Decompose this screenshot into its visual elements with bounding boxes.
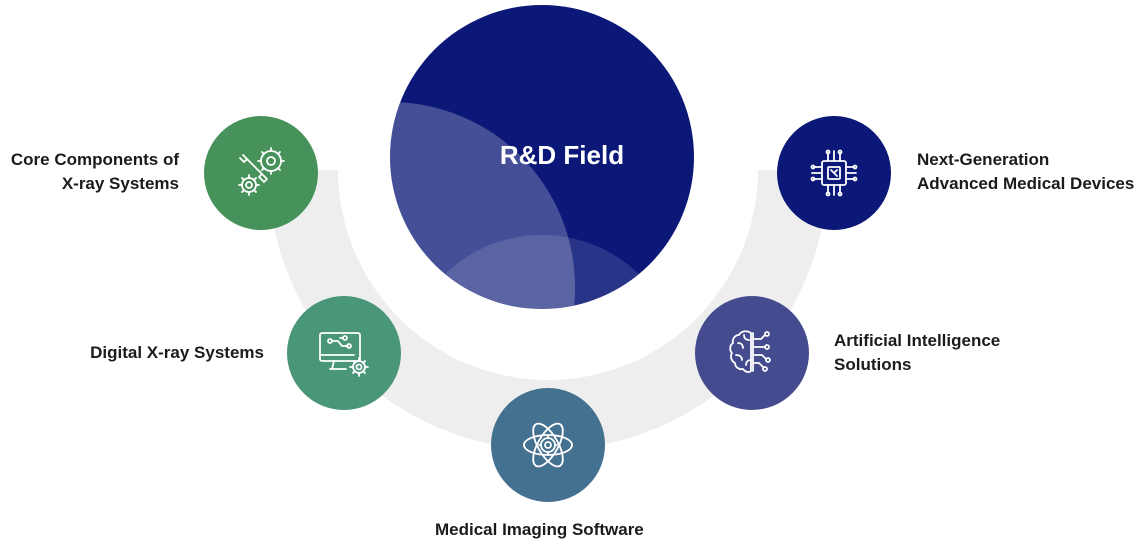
monitor-gear-icon [319, 332, 369, 377]
ai-solutions-node[interactable] [695, 296, 809, 410]
digital-xray-label: Digital X-ray Systems [90, 343, 264, 362]
core-components-label: Core Components of X-ray Systems [10, 150, 179, 193]
chip-icon [810, 149, 858, 197]
next-gen-label: Next-Generation Advanced Medical Devices [917, 150, 1135, 193]
rd-field-title: R&D Field [499, 140, 625, 170]
next-gen-node[interactable] [777, 116, 891, 230]
digital-xray-node[interactable] [287, 296, 401, 410]
core-components-node[interactable] [204, 116, 318, 230]
brain-circuit-icon [729, 330, 771, 373]
ai-solutions-label: Artificial Intelligence Solutions [834, 331, 1001, 374]
rd-field-circle [390, 5, 694, 309]
imaging-software-label: Medical Imaging Software [435, 520, 644, 539]
imaging-software-node[interactable] [491, 388, 605, 502]
wrench-gears-icon [238, 147, 285, 196]
atom-gear-icon [523, 422, 573, 468]
